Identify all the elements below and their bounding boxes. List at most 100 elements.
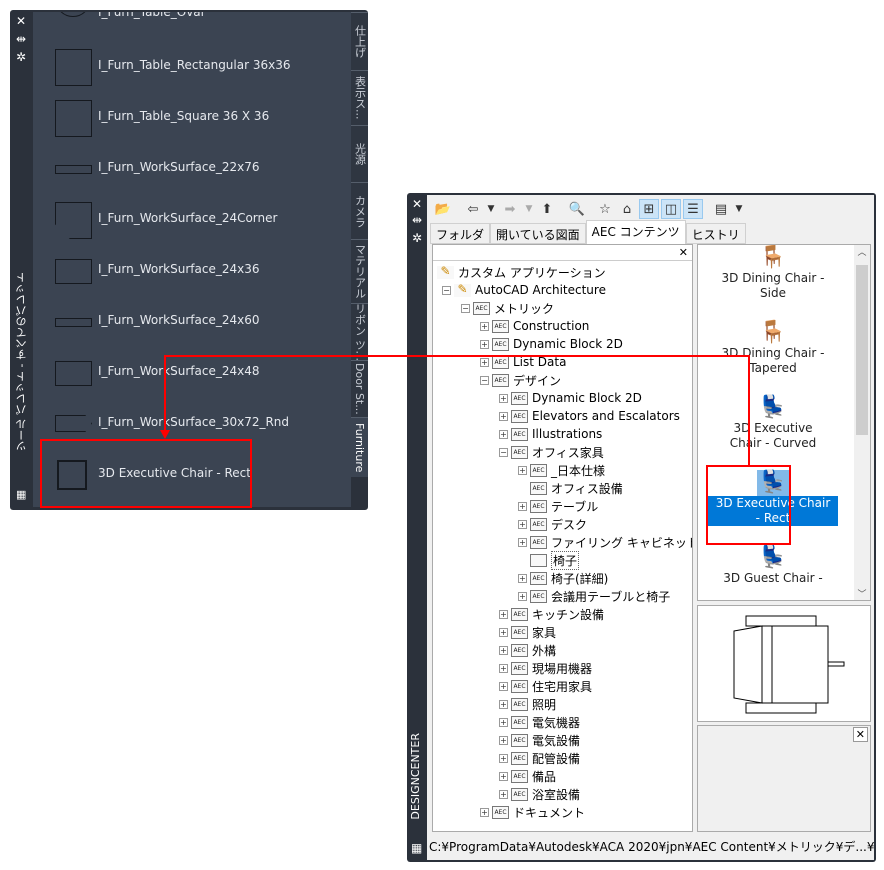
expand-icon[interactable]: + (499, 717, 508, 727)
palette-item[interactable]: I_Furn_WorkSurface_24x36 (33, 246, 351, 296)
tab[interactable]: 開いている図面 (490, 223, 586, 244)
forward-dropdown-icon[interactable]: ▼ (525, 204, 533, 214)
preview-toggle-icon[interactable]: ◫ (661, 199, 681, 219)
expand-icon[interactable]: + (499, 699, 508, 709)
expand-icon[interactable]: + (480, 357, 489, 367)
views-icon[interactable]: ▤ (714, 201, 728, 217)
close-tree-icon[interactable]: ✕ (678, 246, 688, 259)
palette-item[interactable]: I_Furn_Table_Rectangular 36x36 (33, 42, 351, 92)
expand-icon[interactable]: + (499, 609, 508, 619)
collapse-icon[interactable]: − (442, 285, 451, 295)
tab[interactable]: ヒストリ (685, 223, 746, 244)
expand-icon[interactable]: + (480, 321, 489, 331)
palette-tab[interactable]: リボン ツ... (351, 303, 368, 360)
expand-icon[interactable]: + (499, 429, 508, 439)
content-item[interactable]: 💺3D Executive Chair - Rect (698, 470, 848, 526)
expand-icon[interactable]: + (518, 465, 527, 475)
expand-icon[interactable]: + (499, 789, 508, 799)
expand-icon[interactable]: + (518, 573, 527, 583)
description-toggle-icon[interactable]: ☰ (683, 199, 703, 219)
palette-item[interactable]: I_Furn_WorkSurface_30x72_Rnd (33, 399, 351, 449)
back-icon[interactable]: ⇦ (467, 201, 479, 217)
expand-icon[interactable]: + (499, 681, 508, 691)
palette-tab[interactable]: カメラ (351, 182, 368, 239)
expand-icon[interactable]: + (499, 393, 508, 403)
search-icon[interactable]: 🔍 (568, 201, 586, 217)
expand-icon[interactable]: + (518, 537, 527, 547)
palette-item[interactable]: I_Furn_Table_Oval (33, 12, 351, 39)
close-icon[interactable]: ✕ (16, 14, 27, 28)
tab[interactable]: フォルダ (430, 223, 491, 244)
tree-node[interactable]: ✎カスタム アプリケーション (437, 263, 606, 281)
up-icon[interactable]: ⬆ (541, 201, 553, 217)
expand-icon[interactable]: + (518, 501, 527, 511)
palette-menu-icon[interactable]: ▦ (16, 488, 27, 501)
expand-icon[interactable]: + (518, 591, 527, 601)
palette-item[interactable]: I_Furn_Table_Square 36 X 36 (33, 93, 351, 143)
close-description-icon[interactable]: ✕ (852, 727, 868, 742)
content-item[interactable]: 🪑3D Dining Chair - Side (698, 245, 848, 301)
palette-tab[interactable]: 仕上げ (351, 12, 368, 70)
collapse-icon[interactable]: − (480, 375, 489, 385)
palette-tab[interactable]: マテリアル (351, 239, 368, 303)
collapse-icon[interactable]: − (499, 447, 508, 457)
palette-item[interactable]: I_Furn_WorkSurface_24x60 (33, 297, 351, 347)
views-dropdown-icon[interactable]: ▼ (735, 204, 743, 214)
expand-icon[interactable]: + (499, 645, 508, 655)
palette-tab[interactable]: Furniture (351, 417, 368, 477)
expand-icon[interactable]: + (499, 663, 508, 673)
palette-item[interactable]: I_Furn_WorkSurface_24x48 (33, 348, 351, 398)
tree-node[interactable]: 椅子 (518, 550, 580, 570)
palette-tab[interactable]: Door St... (351, 360, 368, 417)
collapse-icon[interactable]: − (461, 303, 470, 313)
scrollbar-thumb[interactable] (856, 265, 868, 435)
expand-icon[interactable]: + (499, 753, 508, 763)
expand-icon[interactable]: + (480, 807, 489, 817)
scrollbar[interactable]: ︿ ﹀ (854, 245, 870, 600)
expand-icon[interactable]: + (499, 411, 508, 421)
palette-item[interactable]: I_Furn_WorkSurface_24Corner (33, 195, 351, 245)
tree-node[interactable]: −✎AutoCAD Architecture (442, 281, 606, 299)
tab[interactable]: AEC コンテンツ (585, 220, 686, 244)
autohide-icon[interactable]: ⇹ (412, 213, 423, 227)
palette-item[interactable]: 3D Executive Chair - Rect (33, 450, 351, 500)
properties-icon[interactable]: ✲ (16, 50, 27, 64)
content-item[interactable]: 💺3D Executive Chair - Curved (698, 395, 848, 451)
palette-tab[interactable]: 表示ス... (351, 70, 368, 125)
autohide-icon[interactable]: ⇹ (16, 32, 27, 46)
tree-view-toggle-icon[interactable]: ⊞ (639, 199, 659, 219)
load-icon[interactable]: 📂 (434, 201, 452, 217)
expand-icon[interactable]: + (499, 771, 508, 781)
close-icon[interactable]: ✕ (412, 197, 423, 211)
palette-menu-icon[interactable]: ▦ (411, 841, 423, 855)
home-icon[interactable]: ⌂ (622, 201, 632, 217)
palette-tab[interactable]: 光源 (351, 125, 368, 182)
expand-icon[interactable]: + (499, 627, 508, 637)
favorites-icon[interactable]: ☆ (599, 201, 611, 217)
